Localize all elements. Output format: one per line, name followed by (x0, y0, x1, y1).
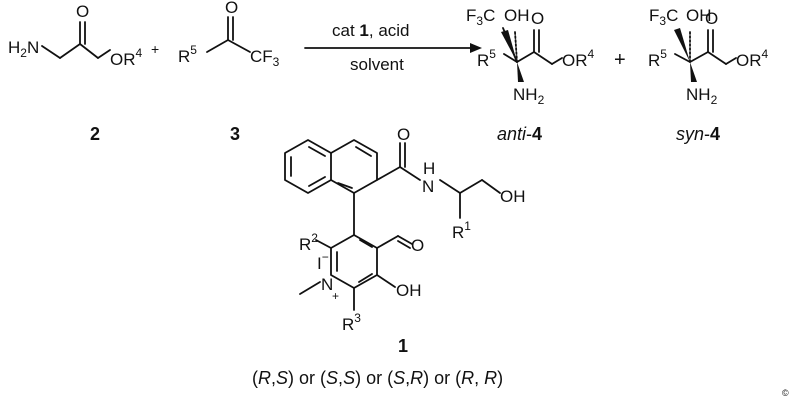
compound-2-label: 2 (90, 124, 100, 144)
syn-4-label: syn-4 (676, 124, 720, 144)
anti-4-oxygen: O (531, 9, 544, 28)
syn-4-f3c: F3C (649, 6, 678, 28)
anti-4-wedge-nh2 (517, 62, 524, 82)
compound-2-oxygen: O (76, 2, 89, 21)
plus-sign-big: + (614, 49, 626, 71)
catalyst-1-amide-hydrogen: H (423, 159, 435, 178)
syn-4-nh2: NH2 (686, 85, 718, 107)
compound-3-oxygen: O (225, 0, 238, 17)
arrow-reagents-text: cat 1, acid (332, 21, 410, 40)
catalyst-1-positive-charge: + (332, 289, 339, 303)
stereo-options-caption: (R,S) or (S,S) or (S,R) or (R, R) (252, 368, 503, 388)
catalyst-1-ring-hydroxyl: OH (396, 281, 422, 300)
anti-4-nh2: NH2 (513, 85, 545, 107)
catalyst-1-amide-oxygen: O (397, 125, 410, 144)
catalyst-1-aldehyde-oxygen: O (411, 236, 424, 255)
anti-4-oh: OH (504, 6, 530, 25)
catalyst-1-pyridinium (299, 192, 413, 311)
syn-4-r5: R5 (648, 47, 667, 70)
anti-4-f3c: F3C (466, 6, 495, 28)
compound-3-label: 3 (230, 124, 240, 144)
anti-4-hash-oh (514, 31, 518, 63)
anti-4-label: anti-4 (497, 124, 542, 144)
catalyst-1-hydroxyl: OH (500, 187, 526, 206)
catalyst-1-r2: R2 (299, 231, 318, 254)
syn-4-oh: OH (686, 6, 712, 25)
catalyst-1-pyridinium-nitrogen: N (321, 275, 333, 294)
catalyst-1-label: 1 (398, 336, 408, 356)
syn-4-structure (674, 29, 737, 65)
compound-2-amine-text: H2N (8, 38, 39, 60)
corner-mark: © (782, 388, 789, 398)
compound-3-r5: R5 (178, 43, 197, 66)
catalyst-1-amide-nitrogen: N (422, 177, 434, 196)
plus-sign-small: + (151, 41, 159, 57)
syn-4-oxygen: O (705, 9, 718, 28)
compound-2-ester-text: OR4 (110, 46, 143, 69)
compound-3-cf3: CF3 (250, 47, 280, 69)
anti-4-r5: R5 (477, 47, 496, 70)
catalyst-1-r3: R3 (342, 311, 361, 334)
arrow-solvent-text: solvent (350, 55, 404, 74)
anti-4-wedge-cf3 (501, 30, 517, 62)
catalyst-1-r1: R1 (452, 219, 471, 242)
compound-3-structure (206, 16, 251, 53)
syn-4-wedge-nh2 (690, 62, 697, 82)
catalyst-1-amide-arm (376, 142, 501, 219)
anti-4-or4: OR4 (562, 47, 595, 70)
reaction-arrow-head (470, 43, 482, 53)
compound-2-structure (41, 21, 111, 59)
catalyst-1-iodide: I− (317, 250, 329, 273)
syn-4-or4: OR4 (736, 47, 769, 70)
syn-4-wedge-cf3 (674, 28, 690, 62)
catalyst-1-naphthalene (284, 139, 378, 194)
